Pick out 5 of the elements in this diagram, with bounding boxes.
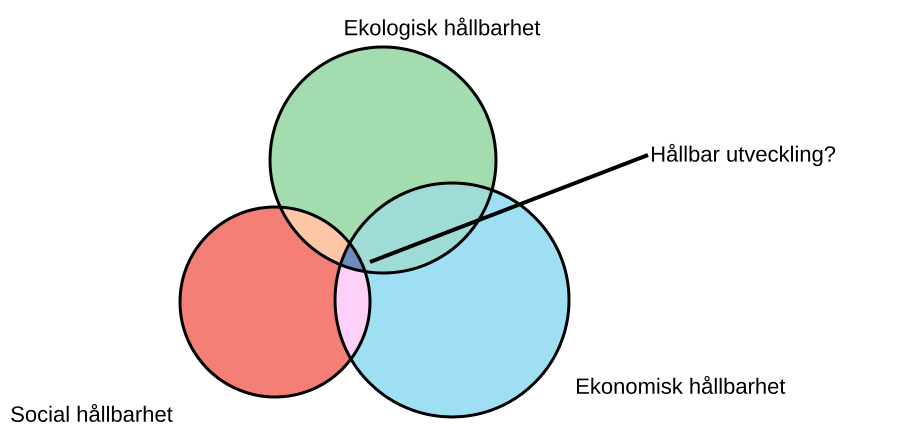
leader-line bbox=[369, 153, 649, 264]
node-label: Ekonomisk hållbarhet bbox=[577, 376, 786, 394]
node-label: Social hållbarhet bbox=[11, 404, 173, 422]
callout-text: Hållbar utveckling? bbox=[652, 144, 836, 166]
node-label: Ekologisk hållbarhet bbox=[345, 17, 540, 40]
